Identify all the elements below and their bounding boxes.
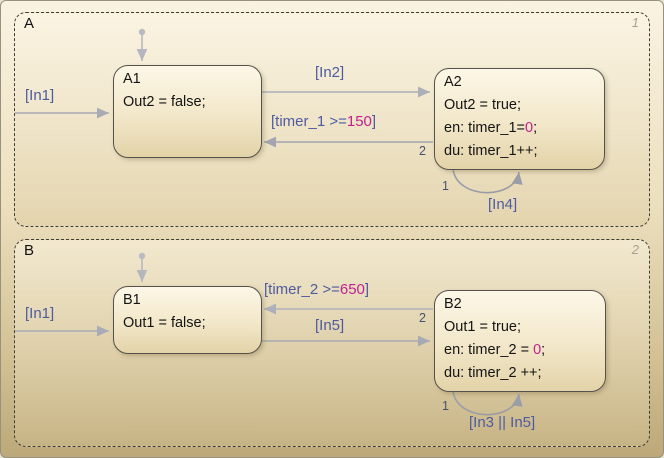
state-B2[interactable]: B2 Out1 = true; en: timer_2 = 0; du: tim… bbox=[434, 290, 606, 392]
state-B[interactable]: B 2 B1 Out1 = false; B2 Out1 = true; en:… bbox=[14, 239, 650, 447]
action-literal: 0 bbox=[525, 120, 534, 136]
transition-order-A-loop: 1 bbox=[442, 179, 449, 193]
state-B1-name: B1 bbox=[123, 292, 141, 308]
transition-label-B-in1[interactable]: [In1] bbox=[25, 305, 55, 322]
action-literal: 0 bbox=[533, 342, 542, 358]
transition-label-A-in2[interactable]: [In2] bbox=[315, 64, 345, 81]
state-A[interactable]: A 1 A1 Out2 = false; A2 Out2 = true; en:… bbox=[14, 12, 650, 227]
state-A2-entry-action: en: timer_1=0; bbox=[444, 117, 595, 140]
state-B1-action: Out1 = false; bbox=[123, 315, 206, 331]
transition-label-A-loop[interactable]: [In4] bbox=[488, 196, 518, 213]
state-B-order: 2 bbox=[631, 242, 639, 257]
action-text: en: timer_1= bbox=[444, 120, 526, 136]
action-text: en: timer_2 = bbox=[444, 342, 534, 358]
action-text: ; bbox=[533, 120, 538, 136]
transition-label-B-in5[interactable]: [In5] bbox=[315, 317, 345, 334]
state-B2-name: B2 bbox=[444, 296, 462, 312]
label-text: ] bbox=[371, 113, 377, 130]
state-A2-action: Out2 = true; bbox=[444, 97, 521, 113]
state-B2-during-action: du: timer_2 ++; bbox=[444, 365, 542, 381]
state-A2-during-action: du: timer_1++; bbox=[444, 143, 538, 159]
state-B2-entry-action: en: timer_2 = 0; bbox=[444, 339, 596, 362]
label-text: ] bbox=[364, 281, 370, 298]
transition-label-B-timer[interactable]: [timer_2 >=650] bbox=[264, 281, 369, 298]
label-literal: 650 bbox=[339, 281, 365, 298]
action-text: ; bbox=[541, 342, 546, 358]
transition-order-A-timer: 2 bbox=[419, 144, 426, 158]
state-A1[interactable]: A1 Out2 = false; bbox=[113, 65, 262, 158]
state-A2[interactable]: A2 Out2 = true; en: timer_1=0; du: timer… bbox=[434, 68, 605, 170]
transition-label-B-loop[interactable]: [In3 || In5] bbox=[469, 414, 536, 431]
state-A-order: 1 bbox=[631, 15, 639, 30]
state-A1-action: Out2 = false; bbox=[123, 94, 206, 110]
transition-order-B-loop: 1 bbox=[442, 399, 449, 413]
label-text: [timer_2 >= bbox=[264, 281, 340, 298]
transition-label-A-in1[interactable]: [In1] bbox=[25, 87, 55, 104]
state-A2-name: A2 bbox=[444, 74, 462, 90]
state-B1[interactable]: B1 Out1 = false; bbox=[113, 286, 262, 354]
transition-label-A-timer[interactable]: [timer_1 >=150] bbox=[271, 113, 376, 130]
transition-order-B-timer: 2 bbox=[419, 311, 426, 325]
label-literal: 150 bbox=[346, 113, 372, 130]
state-A-name: A bbox=[24, 15, 35, 32]
state-A1-name: A1 bbox=[123, 71, 141, 87]
label-text: [timer_1 >= bbox=[271, 113, 347, 130]
state-B-name: B bbox=[24, 242, 35, 259]
state-B2-action: Out1 = true; bbox=[444, 319, 521, 335]
